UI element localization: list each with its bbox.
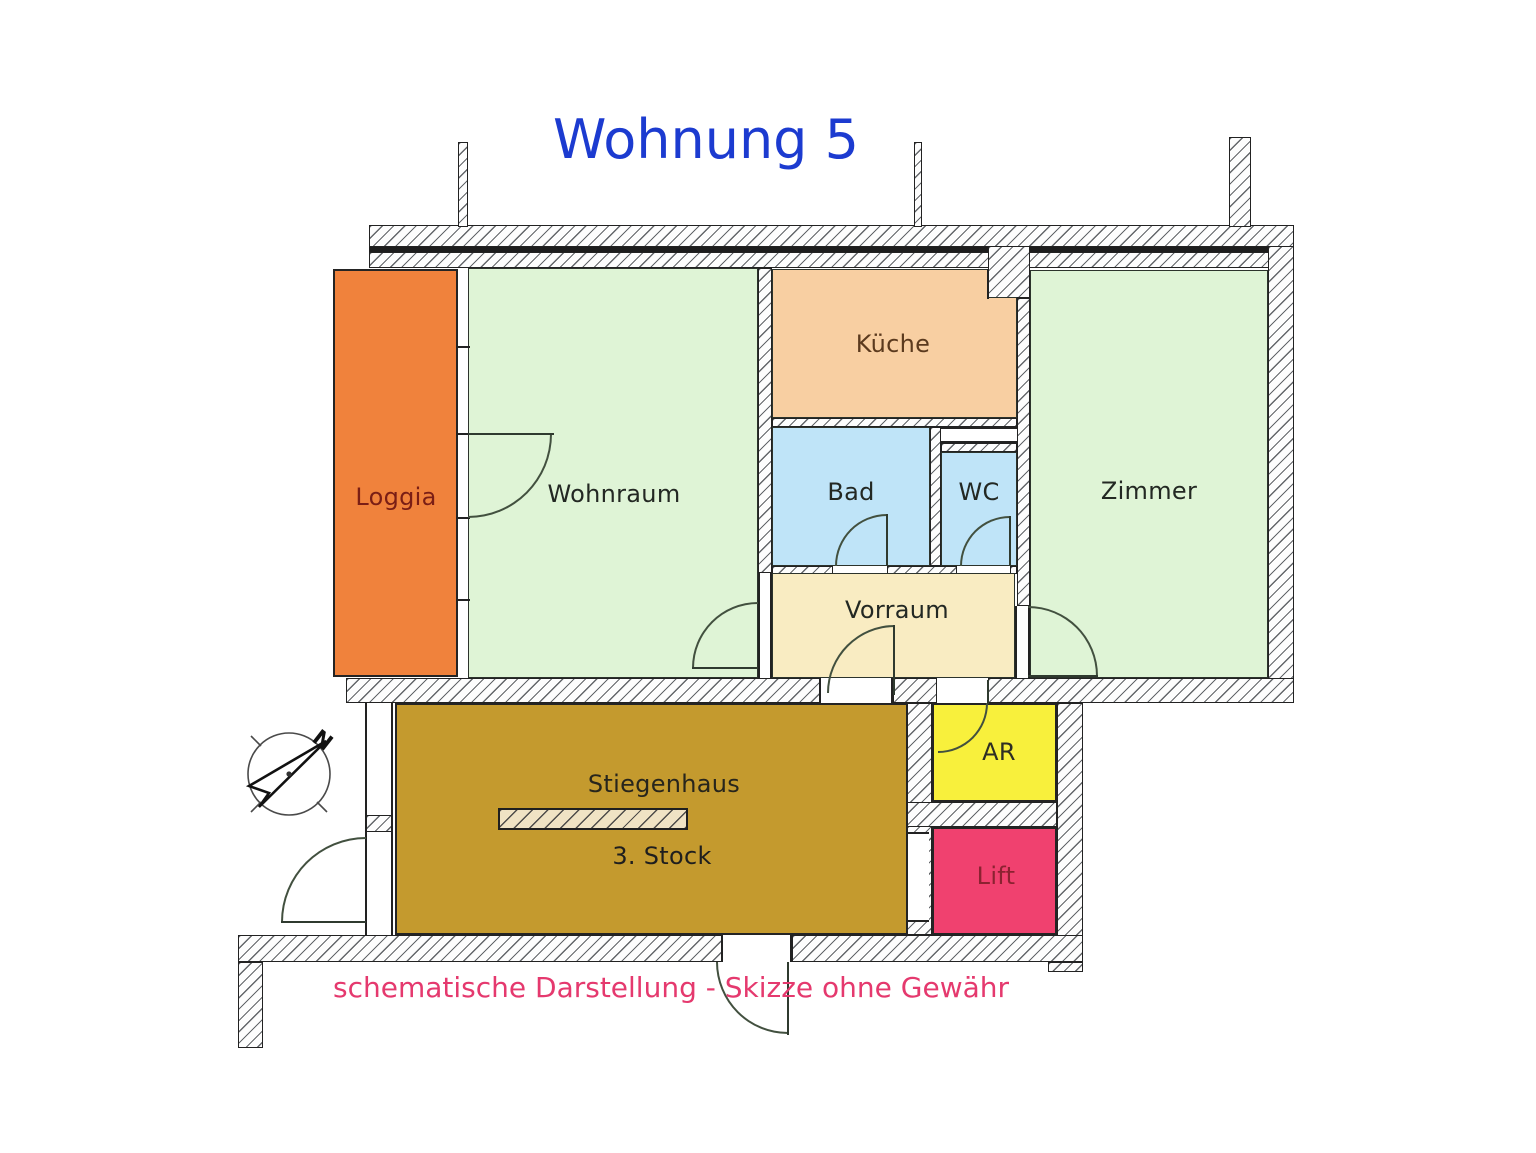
building-entrance-door-leaf [787,962,789,1035]
wc-door-leaf [1009,516,1011,566]
right-lower-wall [1057,703,1083,962]
wall-kueche-zimmer [1017,298,1030,606]
compass-needle [245,739,327,808]
kueche-notch-edge [987,269,989,299]
room-zimmer [1030,270,1268,678]
wall-kueche-corner [988,246,1030,298]
label-vorraum: Vorraum [845,596,949,624]
stair-landing [498,808,688,830]
label-loggia: Loggia [355,483,437,511]
loggia-window-tick-3 [456,517,470,519]
jamb-building-door-left [721,935,723,962]
wall-wc-top [941,443,1017,452]
zimmer-door-leaf [1028,675,1098,677]
bad-door-leaf [886,514,888,566]
compass-circle [247,732,331,816]
wall-stub-right [1229,137,1251,227]
compass-tick-se [316,801,328,813]
jamb-building-door-right [790,935,792,962]
room-lift [932,827,1057,935]
right-lower-wall-foot [1048,962,1083,972]
jamb-entrance-left [819,678,821,703]
corridor-door-leaf [281,921,366,923]
wall-kueche-bad [772,418,1017,427]
ar-door-leaf [987,680,989,704]
left-lower-wall-block [366,815,392,832]
room-ar [932,703,1057,802]
bottom-outer-wall-b [792,935,1083,962]
label-zimmer: Zimmer [1100,477,1198,505]
wall-wohnraum-mid [758,268,772,573]
vorraum-entrance-door-leaf [893,625,895,695]
compass-center-dot [286,771,292,777]
wall-stub-left [458,142,468,227]
top-wall-divider [369,247,1294,252]
room-kueche-ext [989,297,1017,418]
wohnraum-vorraum-doorway [758,573,772,678]
top-wall-outer [369,225,1294,247]
wohnraum-door-leaf [692,667,758,669]
wall-stub-middle [914,142,922,227]
label-wc: WC [958,478,1000,506]
plan-caption: schematische Darstellung - Skizze ohne G… [333,971,1010,1004]
lift-shaft-niche [908,832,929,922]
bottom-outer-wall-a [238,935,722,962]
room-kueche-main [772,269,989,418]
label-stock: 3. Stock [612,842,712,870]
corridor-door-arc [281,837,366,922]
wc-shaft-niche [941,427,1017,443]
top-wall-inner [369,252,1294,268]
label-bad: Bad [827,478,875,506]
label-wohnraum: Wohnraum [547,480,681,508]
compass-north-arrow: N [245,725,337,816]
label-stiegenhaus: Stiegenhaus [587,770,741,798]
wall-ar-lift [905,802,1057,827]
loggia-door-leaf [468,433,554,435]
compass-north-label: N [307,725,337,756]
apartment-bottom-wall-b [893,678,937,703]
wall-bad-wc [930,427,941,566]
apartment-bottom-wall-c [988,678,1294,703]
loggia-window-tick-1 [456,346,470,348]
plan-title: Wohnung 5 [553,108,859,171]
label-lift: Lift [976,862,1016,890]
right-outer-wall [1268,246,1294,703]
loggia-window-tick-2 [456,433,470,435]
compass-tick-nw [250,735,262,747]
label-ar: AR [982,738,1016,766]
compass-tick-sw [250,801,262,813]
apartment-bottom-wall-a [346,678,820,703]
room-loggia [333,269,458,677]
label-kueche: Küche [855,330,931,358]
loggia-window-tick-4 [456,599,470,601]
bottom-left-wall-column [238,962,263,1048]
